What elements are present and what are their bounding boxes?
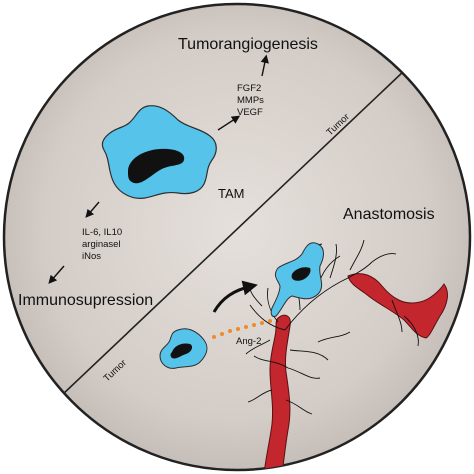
ang2-dots [212, 319, 272, 339]
migration-arrow [212, 280, 258, 313]
migrating-macrophage [159, 328, 208, 369]
tip-macrophage [270, 242, 324, 317]
label-anastomosis: Anastomosis [343, 206, 435, 223]
tam-nucleus [128, 148, 185, 184]
label-arginasel: arginasel [82, 239, 121, 250]
label-il6-il10: IL-6, IL10 [82, 227, 122, 238]
label-vegf: VEGF [237, 107, 263, 118]
label-immunosupression: Immunosupression [18, 292, 153, 309]
label-tam: TAM [218, 186, 244, 201]
label-fgf2: FGF2 [237, 83, 261, 94]
arrow-to-factors [217, 115, 241, 131]
vessel-right-branch [347, 273, 448, 339]
label-mmps: MMPs [237, 95, 264, 106]
label-ang2: Ang-2 [236, 336, 261, 347]
tam-macrophage [101, 105, 217, 199]
label-inos: iNos [82, 251, 101, 262]
tip-cell-nucleus [291, 267, 311, 281]
arrow-to-cytokines [85, 201, 100, 218]
arrow-to-immunosupression [48, 265, 65, 284]
small-cell-nucleus [170, 343, 193, 359]
arrow-to-tumorangiogenesis [260, 54, 269, 77]
blood-vessels [263, 273, 448, 470]
tumor-boundary-line [61, 69, 406, 396]
vessel-main-vertical [263, 314, 291, 470]
label-tumorangiogenesis: Tumorangiogenesis [178, 36, 318, 53]
